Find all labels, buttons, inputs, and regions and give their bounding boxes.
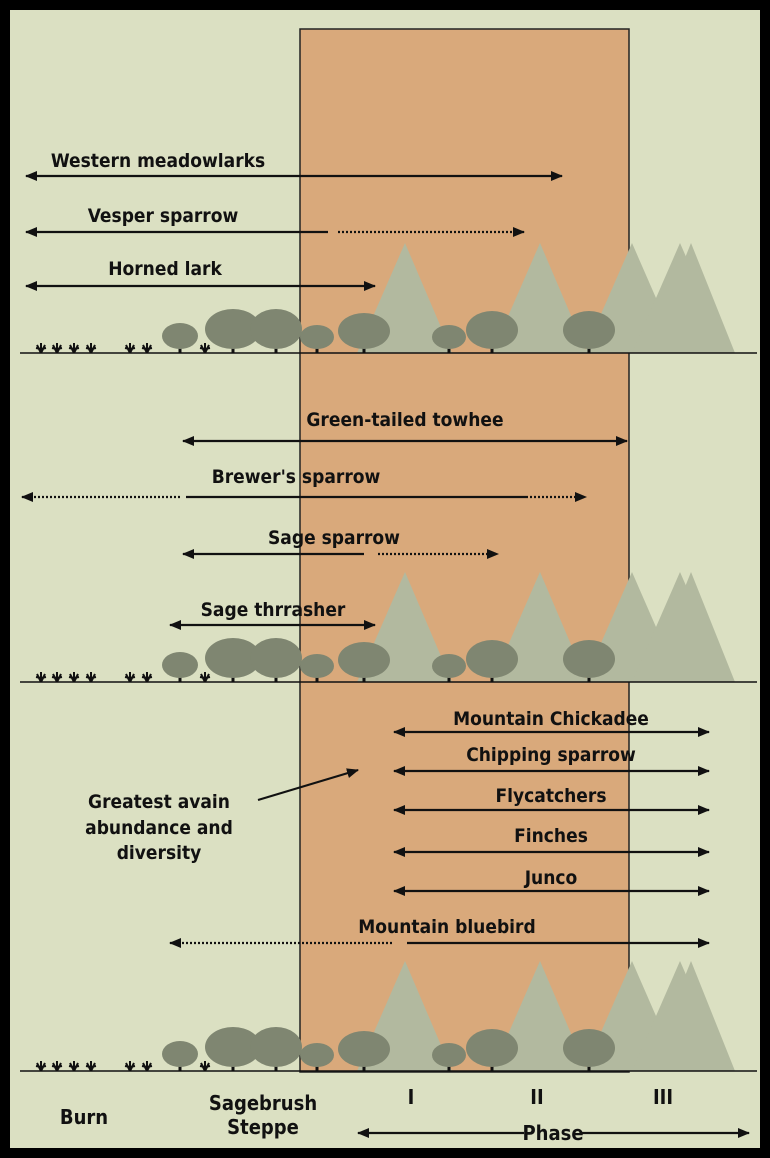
species-label: Junco [524,867,578,889]
grass-tuft [124,672,136,683]
shrub-shape [432,1043,466,1067]
shrub-shape [466,640,518,678]
grass-tuft [199,343,211,354]
shrub-shape [162,323,198,349]
species-label: Vesper sparrow [88,205,239,227]
species-label: Sage sparrow [268,527,400,549]
shrub-shape [162,1041,198,1067]
grass-tuft [199,672,211,683]
grass-tuft [199,1061,211,1072]
vegetation-row-3 [35,961,735,1072]
shrub-shape [300,1043,334,1067]
grass-tuft [141,672,153,683]
grass-tuft [124,343,136,354]
shrub-shape [338,642,390,678]
grass-tuft [141,1061,153,1072]
species-label: Mountain bluebird [358,916,535,938]
phase-numeral: II [530,1085,543,1109]
phase-band [299,28,630,1073]
shrub-shape [205,1027,261,1067]
shrub-shape [205,309,261,349]
shrub-shape [563,640,615,678]
grass-tuft [51,343,63,354]
zone-label-sagebrush: Sagebrush [209,1091,317,1115]
shrub-shape [466,311,518,349]
grass-tuft [68,672,80,683]
species-label: Horned lark [108,258,222,280]
shrub-shape [466,1029,518,1067]
vegetation-row-2 [35,572,735,683]
species-label: Mountain Chickadee [453,708,649,730]
shrub-shape [205,638,261,678]
note-pointer-arrow [257,768,359,802]
shrub-shape [338,313,390,349]
phase-numeral: I [408,1085,415,1109]
species-label: Brewer's sparrow [212,466,381,488]
phase-numeral: III [653,1085,673,1109]
shrub-shape [563,311,615,349]
grass-tuft [124,1061,136,1072]
range-arrows [21,171,750,1138]
species-label: Chipping sparrow [466,744,636,766]
shrub-shape [432,654,466,678]
tree-shape [647,961,735,1071]
shrub-shape [563,1029,615,1067]
tree-shape [647,572,735,682]
abundance-note-line: diversity [117,842,202,864]
grass-tuft [85,1061,97,1072]
grass-tuft [68,343,80,354]
grass-tuft [35,343,47,354]
shrub-shape [300,325,334,349]
shrub-shape [300,654,334,678]
shrub-shape [162,652,198,678]
grass-tuft [85,343,97,354]
species-label: Finches [514,825,588,847]
shrub-shape [432,325,466,349]
shrub-shape [338,1031,390,1067]
vegetation-row-1 [35,243,735,354]
zone-label-burn: Burn [60,1105,108,1129]
shrub-shape [250,638,302,678]
grass-tuft [51,1061,63,1072]
grass-tuft [35,672,47,683]
grass-tuft [141,343,153,354]
abundance-note-line: abundance and [85,817,233,839]
phase-axis-label: Phase [522,1121,583,1145]
species-label: Green-tailed towhee [306,409,503,431]
shrub-shape [250,1027,302,1067]
grass-tuft [68,1061,80,1072]
grass-tuft [85,672,97,683]
grass-tuft [51,672,63,683]
species-label: Sage thrrasher [201,599,346,621]
grass-tuft [35,1061,47,1072]
abundance-note-line: Greatest avain [88,791,230,813]
species-label: Western meadowlarks [51,150,265,172]
tree-shape [647,243,735,353]
species-label: Flycatchers [495,785,606,807]
zone-label-steppe: Steppe [227,1115,299,1139]
shrub-shape [250,309,302,349]
